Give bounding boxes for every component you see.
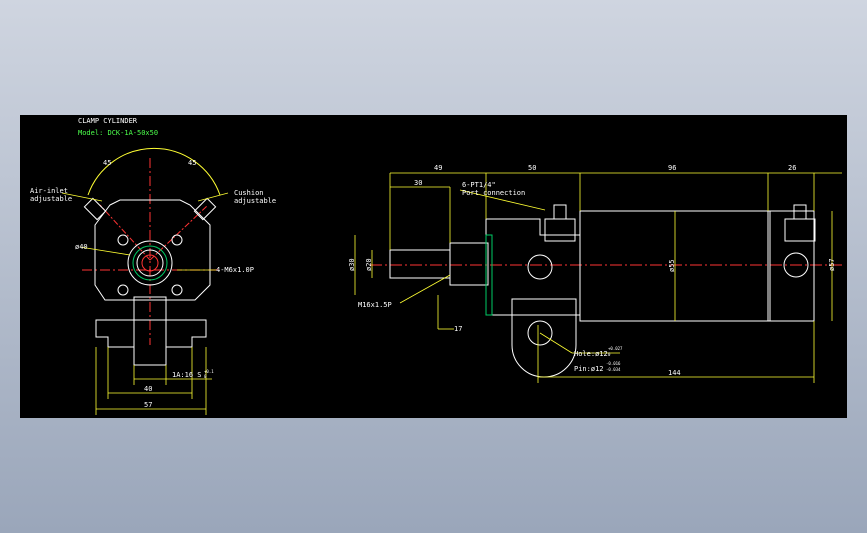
mount-hole-tr: [171, 234, 183, 246]
slot-dim-label: 1A:16 S: [172, 371, 202, 379]
slot-tol-bot: 0: [204, 374, 207, 379]
end-cap-port: [783, 252, 809, 278]
left-port-axis: [99, 204, 151, 261]
rod-thread-label: M16x1.5P: [358, 301, 392, 309]
dia-55-label: ø55: [668, 259, 676, 272]
pin-tol-bot: -0.034: [606, 367, 621, 372]
clevis-outline: [95, 296, 207, 348]
model-number: Model: DCK-1A-50x50: [78, 129, 158, 137]
angle-left-label: 45: [103, 159, 111, 167]
head-seal: [485, 234, 493, 316]
cushion-port: [193, 197, 217, 221]
leader-air-inlet: [61, 192, 103, 202]
clevis-lug: [511, 298, 577, 378]
hole-tol-top: +0.027: [608, 346, 623, 351]
bore-inner-circle: [136, 249, 164, 277]
dim-50-label: 50: [528, 164, 536, 172]
cushion-label-1: Cushion: [234, 189, 264, 197]
front-body-outline: [94, 199, 211, 301]
dim-96-label: 96: [668, 164, 676, 172]
front-labels: 45 45 Air-inlet adjustable Cushion adjus…: [30, 159, 276, 409]
hole-tol-bot: 0: [608, 352, 611, 357]
dim-49-label: 49: [434, 164, 442, 172]
side-view: [370, 204, 842, 378]
head-block: [485, 218, 581, 316]
dia-30-label: ø30: [348, 258, 356, 271]
port-caption: Port connection: [462, 189, 525, 197]
dim-26-label: 26: [788, 164, 796, 172]
front-view: [82, 147, 221, 366]
air-inlet-port: [83, 197, 107, 221]
width-40-label: 40: [144, 385, 152, 393]
mount-hole-tl: [117, 234, 129, 246]
port-boss-2: [784, 218, 816, 242]
bore-hatch-circle: [132, 245, 168, 281]
width-57-label: 57: [144, 401, 152, 409]
front-dimensions: [61, 192, 229, 415]
cad-drawing: CLAMP CYLINDER Model: DCK-1A-50x50: [30, 117, 842, 415]
bore-outer-circle: [127, 240, 173, 286]
side-dimensions: [354, 172, 842, 383]
clevis-pin-hole: [527, 320, 553, 346]
bore-dia-label: ø40: [75, 243, 88, 251]
leader-hole: [539, 332, 573, 354]
leader-cushion: [197, 192, 229, 202]
piston-rod: [389, 249, 451, 279]
dia-57-label: ø57: [828, 258, 836, 271]
leader-port: [459, 189, 546, 211]
air-inlet-label-2: adjustable: [30, 195, 72, 203]
leader-thread-rod: [399, 274, 451, 304]
port-boss-1: [544, 218, 576, 242]
pin-tol-top: -0.016: [606, 361, 621, 366]
mount-hole-br: [171, 284, 183, 296]
angle-arc: [87, 147, 221, 196]
slot-tol-top: +0.1: [204, 369, 214, 374]
right-port-axis: [149, 204, 209, 261]
cad-viewport[interactable]: CLAMP CYLINDER Model: DCK-1A-50x50: [20, 115, 847, 418]
wrench-flat-label: 17: [454, 325, 462, 333]
hole-spec-label: Hole:ø12: [574, 350, 608, 358]
rod-circle: [141, 254, 159, 272]
dim-144-label: 144: [668, 369, 681, 377]
cushion-label-2: adjustable: [234, 197, 276, 205]
mount-hole-bl: [117, 284, 129, 296]
dia-20-label: ø20: [365, 258, 373, 271]
side-labels: 49 30 50 96 26 6-PT1/4" Port connection …: [348, 164, 836, 377]
thread-label: 4-M6x1.0P: [216, 266, 254, 274]
head-port-circle: [527, 254, 553, 280]
rod-collar: [449, 242, 489, 286]
port-fitting-1: [553, 204, 567, 220]
dim-30-label: 30: [414, 179, 422, 187]
pin-spec-label: Pin:ø12: [574, 365, 604, 373]
end-cap: [767, 210, 815, 322]
angle-right-label: 45: [188, 159, 196, 167]
leader-bore: [79, 246, 131, 256]
air-inlet-label-1: Air-inlet: [30, 187, 68, 195]
drawing-title: CLAMP CYLINDER: [78, 117, 138, 125]
port-fitting-2: [793, 204, 807, 220]
port-spec-label: 6-PT1/4": [462, 181, 496, 189]
